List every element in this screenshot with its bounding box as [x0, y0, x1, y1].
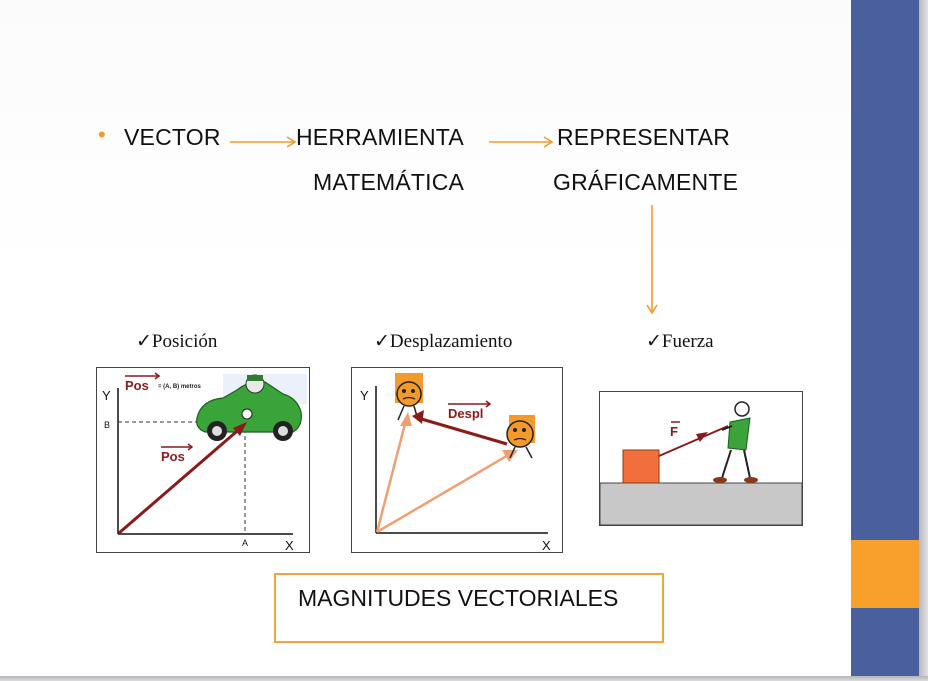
despl-pos-vector-2	[376, 452, 511, 534]
car-number	[241, 408, 253, 420]
pulling-person	[713, 401, 758, 483]
slide-bottom-shadow	[0, 676, 928, 681]
panel-fuerza: F	[599, 391, 803, 526]
panel-posicion: Y X B A Pos = (A, B) metros Pos	[96, 367, 310, 553]
bullet-point: •	[98, 122, 106, 147]
label-desplazamiento: ✓Desplazamiento	[374, 331, 513, 352]
label-fuerza: ✓Fuerza	[646, 331, 714, 352]
despl-pos-vector-1	[375, 419, 408, 533]
posicion-x-label: X	[285, 538, 294, 552]
posicion-diagram: Y X B A Pos = (A, B) metros Pos	[102, 372, 307, 552]
posicion-tick-a: A	[242, 538, 248, 548]
desplazamiento-diagram: Y X Despl	[360, 373, 551, 552]
force-rope	[658, 425, 729, 457]
flow-matematica: MATEMÁTICA	[313, 169, 465, 195]
pulled-box	[622, 449, 660, 484]
flow-representar: REPRESENTAR	[557, 124, 731, 150]
despl-vector-head	[412, 410, 424, 424]
flow-herramienta: HERRAMIENTA	[296, 124, 464, 150]
despl-pos-vector-1-head	[400, 412, 412, 426]
panel-desplazamiento: Y X Despl	[351, 367, 563, 553]
flow-vector: VECTOR	[124, 124, 221, 150]
car-body	[196, 381, 302, 433]
posicion-y-label: Y	[102, 388, 111, 403]
slide-edge-shadow	[919, 0, 928, 681]
despl-pos-vector-2-head	[502, 450, 518, 462]
despl-x-label: X	[542, 538, 551, 552]
flow-graficamente: GRÁFICAMENTE	[553, 169, 739, 195]
driver-helmet	[247, 375, 263, 381]
force-vector-head	[696, 432, 708, 442]
floor	[600, 482, 802, 525]
character-2	[506, 415, 535, 459]
fuerza-diagram: F	[600, 401, 802, 525]
character-1	[395, 373, 423, 421]
despl-vector	[417, 416, 508, 446]
force-vector-label: F	[670, 424, 678, 439]
posicion-vector-title: Pos	[125, 378, 149, 393]
arrow-head-3	[646, 304, 658, 315]
side-stripe-orange	[851, 540, 919, 608]
arrow-head-2	[543, 136, 554, 148]
posicion-vector	[118, 424, 244, 535]
posicion-tick-b: B	[104, 420, 110, 430]
arrow-head-1	[286, 136, 297, 148]
label-posicion: ✓Posición	[136, 331, 218, 352]
posicion-vector-head	[233, 422, 247, 436]
car-hub-back	[278, 426, 288, 436]
summary-box: MAGNITUDES VECTORIALES	[274, 573, 664, 643]
despl-y-label: Y	[360, 388, 369, 403]
person-shirt	[727, 417, 751, 451]
posicion-vector-title-suffix: = (A, B) metros	[158, 384, 202, 390]
summary-box-text: MAGNITUDES VECTORIALES	[298, 585, 619, 611]
posicion-vector-label: Pos	[161, 449, 185, 464]
car-illustration	[196, 374, 307, 441]
car-hub-front	[212, 426, 222, 436]
despl-vector-label: Despl	[448, 406, 483, 421]
